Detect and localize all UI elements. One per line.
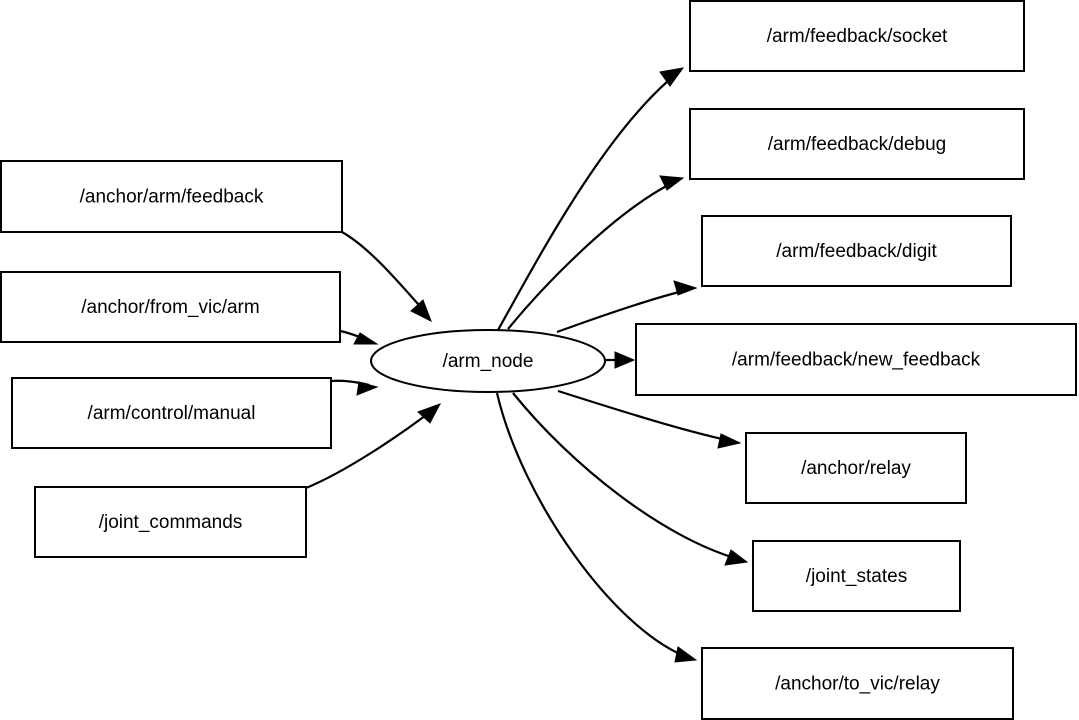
node-anchor-from-vic-arm[interactable]: /anchor/from_vic/arm [0, 271, 341, 343]
edge-arm_node-to-arm-feedback-socket [497, 67, 685, 331]
arrowhead-icon [353, 332, 379, 345]
node-anchor-to-vic-relay[interactable]: /anchor/to_vic/relay [701, 647, 1014, 720]
topic-subscriber-box[interactable] [701, 647, 1014, 720]
node-label: /arm/feedback/new_feedback [732, 350, 981, 371]
arrowhead-icon [659, 175, 685, 191]
node-joint-commands[interactable]: /joint_commands [34, 486, 307, 558]
arrowhead-icon [717, 433, 742, 449]
node-label: /anchor/arm/feedback [80, 187, 264, 208]
topic-subscriber-box[interactable] [689, 0, 1025, 72]
node-label: /joint_commands [99, 512, 243, 533]
topic-subscriber-box[interactable] [689, 108, 1025, 180]
node-joint-states[interactable]: /joint_states [752, 540, 961, 612]
arrowhead-icon [724, 549, 749, 566]
node-arm-feedback-socket[interactable]: /arm/feedback/socket [689, 0, 1025, 72]
node-label: /anchor/relay [801, 458, 911, 479]
node-anchor-arm-feedback[interactable]: /anchor/arm/feedback [0, 160, 343, 233]
arrowhead-icon [659, 67, 685, 87]
edge-arm_node-to-arm-feedback-new-feedback [605, 351, 636, 369]
edge-arm_node-to-anchor-relay [557, 389, 742, 449]
edge-line [556, 288, 688, 334]
node-label: /arm/feedback/debug [768, 134, 947, 155]
topic-publisher-box[interactable] [11, 377, 332, 449]
arrowhead-icon [356, 381, 379, 396]
node-arm-control-manual[interactable]: /arm/control/manual [11, 377, 332, 449]
edge-line [341, 231, 428, 315]
topic-subscriber-box[interactable] [635, 323, 1077, 396]
node-arm-feedback-digit[interactable]: /arm/feedback/digit [701, 215, 1012, 287]
edges-layer [305, 67, 749, 663]
topic-subscriber-box[interactable] [745, 432, 967, 504]
edge-line [495, 392, 688, 659]
arrowhead-icon [674, 646, 698, 663]
node-anchor-relay[interactable]: /anchor/relay [745, 432, 967, 504]
edge-anchor-from-vic-arm-to-arm_node [339, 329, 379, 345]
node-label: /anchor/from_vic/arm [81, 297, 259, 318]
edge-arm_node-to-joint-states [512, 392, 749, 566]
topic-publisher-box[interactable] [0, 271, 341, 343]
edge-line [557, 389, 732, 443]
arrowhead-icon [614, 351, 636, 369]
edge-line [305, 408, 435, 490]
node-arm-feedback-new-feedback[interactable]: /arm/feedback/new_feedback [635, 323, 1077, 396]
node-label: /arm/feedback/digit [776, 241, 937, 262]
arrowhead-icon [410, 299, 432, 323]
node-label: /arm/feedback/socket [767, 26, 948, 47]
edge-arm_node-to-arm-feedback-debug [507, 175, 685, 330]
arrowhead-icon [417, 403, 442, 424]
topic-subscriber-box[interactable] [701, 215, 1012, 287]
topic-subscriber-box[interactable] [752, 540, 961, 612]
node-label: /arm/control/manual [88, 403, 256, 424]
edge-arm-control-manual-to-arm_node [330, 379, 379, 396]
edge-line [512, 392, 739, 561]
edge-anchor-arm-feedback-to-arm_node [341, 231, 432, 323]
edge-arm_node-to-arm-feedback-digit [556, 280, 698, 334]
edge-arm_node-to-anchor-to-vic-relay [495, 392, 698, 663]
edge-joint-commands-to-arm_node [305, 403, 442, 490]
node-label: /anchor/to_vic/relay [775, 674, 940, 695]
arrowhead-icon [673, 280, 698, 296]
center-node-label: /arm_node [443, 351, 534, 372]
center-node-ellipse[interactable] [370, 329, 606, 393]
topic-publisher-box[interactable] [0, 160, 343, 233]
node-label: /joint_states [806, 566, 907, 587]
node-arm-feedback-debug[interactable]: /arm/feedback/debug [689, 108, 1025, 180]
topic-publisher-box[interactable] [34, 486, 307, 558]
node-arm_node[interactable]: /arm_node [370, 329, 606, 393]
edge-line [507, 181, 675, 330]
edge-line [497, 74, 676, 331]
